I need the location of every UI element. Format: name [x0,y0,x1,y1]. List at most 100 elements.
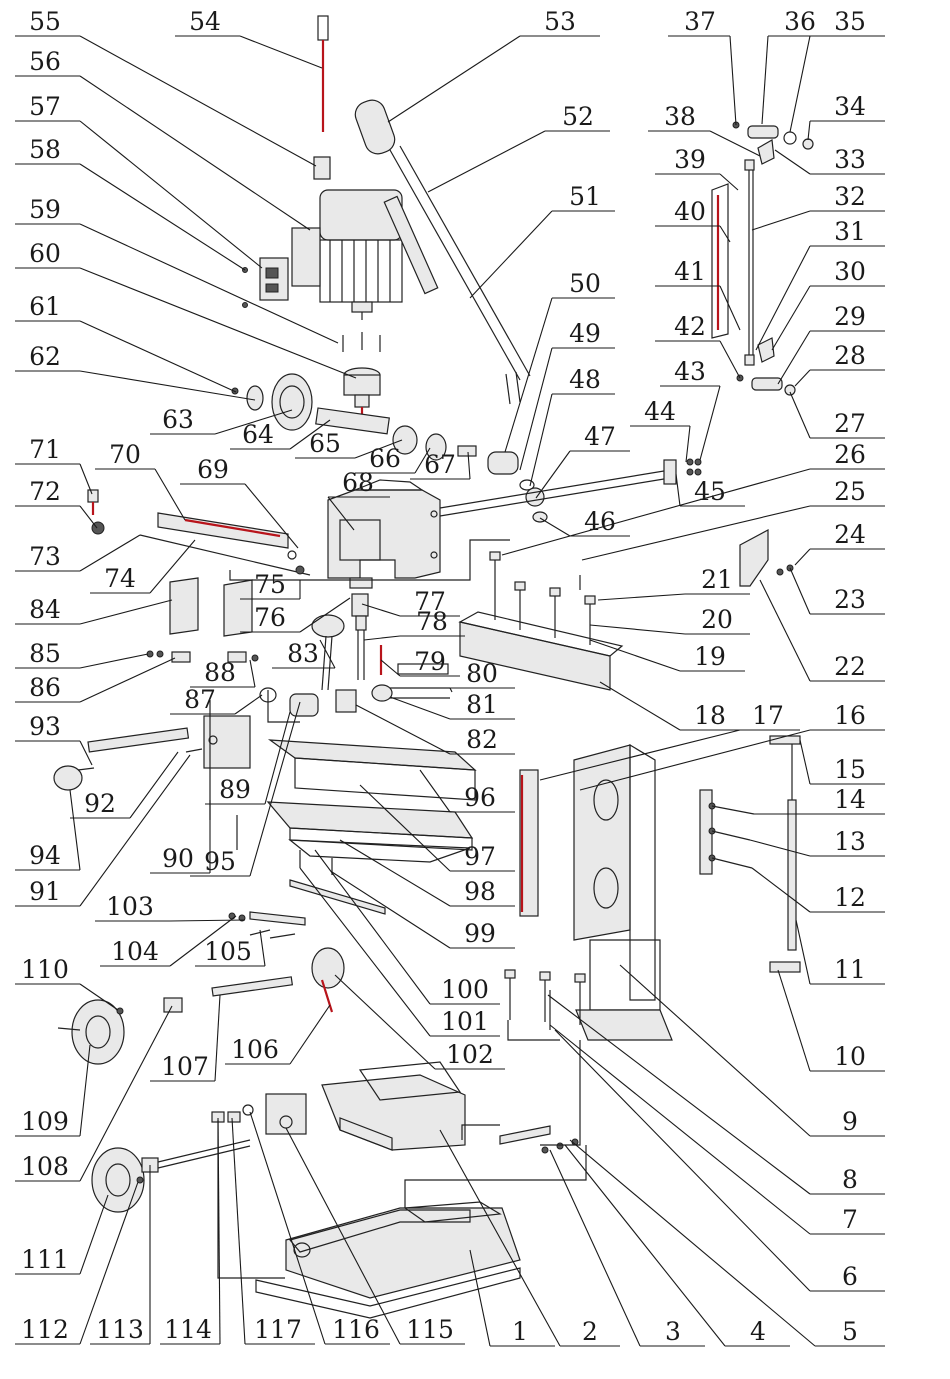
leader-line-11 [795,919,811,985]
leader-line-93 [79,740,93,766]
leader-line-47 [535,450,571,499]
callout-78: 78 [416,607,448,636]
callout-11: 11 [834,955,866,984]
callout-49: 49 [569,319,601,348]
depth-stop-part [711,121,814,396]
leader-line-80 [449,687,453,693]
leader-line-56 [79,75,311,231]
callout-109: 109 [21,1107,69,1136]
callout-50: 50 [569,269,601,298]
leader-line-88 [249,659,256,688]
callout-25: 25 [834,477,866,506]
leader-line-77 [361,603,401,617]
leader-line-82 [355,704,451,755]
callout-82: 82 [466,725,498,754]
leader-line-46 [539,517,571,537]
callout-81: 81 [466,690,498,719]
leader-line-69 [244,483,299,549]
leader-line-66 [414,447,431,474]
leader-line-107 [214,994,221,1082]
callout-45: 45 [694,477,726,506]
leader-line-40 [719,225,731,243]
callout-117: 117 [254,1315,302,1344]
leader-line-117 [231,1117,246,1345]
callout-47: 47 [584,422,616,451]
callout-36: 36 [784,7,816,36]
leader-line-96 [419,769,451,813]
callout-100: 100 [441,975,489,1004]
leader-line-20 [589,624,686,635]
leader-line-64 [289,419,331,450]
leader-line-37 [729,35,737,126]
leader-line-33 [774,149,811,175]
callout-77: 77 [414,587,446,616]
column-rack-part [519,743,673,1041]
callout-114: 114 [164,1315,212,1344]
leader-line-32 [751,210,811,231]
rear-fence-part [458,551,624,691]
leader-line-91 [79,754,191,907]
leader-line-22 [759,579,811,682]
leader-line-97 [359,784,451,872]
leader-line-54 [239,35,323,69]
leader-line-29 [777,330,811,385]
chisel-part [335,593,450,713]
leader-line-39 [719,173,739,191]
leader-line-95 [249,701,301,877]
leader-line-53 [387,35,521,123]
leader-line-85 [79,653,149,669]
callout-61: 61 [29,292,61,321]
callout-19: 19 [694,642,726,671]
callout-6: 6 [842,1262,858,1291]
callout-102: 102 [446,1040,494,1069]
callout-24: 24 [834,520,866,549]
callout-90: 90 [162,844,194,873]
callout-103: 103 [106,892,154,921]
leader-line-62 [79,370,256,401]
callout-17: 17 [752,701,784,730]
leader-line-3 [549,1149,641,1347]
leader-line-71 [79,463,93,495]
callout-101: 101 [441,1007,489,1036]
leader-line-28 [794,369,811,387]
callout-86: 86 [29,673,61,702]
callout-112: 112 [21,1315,69,1344]
leader-line-99 [331,871,451,949]
leader-line-51 [469,210,553,299]
callout-10: 10 [834,1042,866,1071]
leader-line-12 [751,867,811,913]
leader-line-31 [755,245,811,351]
callout-56: 56 [29,47,61,76]
callout-87: 87 [184,685,216,714]
screws-part [342,332,381,352]
callout-51: 51 [569,182,601,211]
callout-111: 111 [21,1245,69,1274]
callout-35: 35 [834,7,866,36]
leader-line-59 [79,223,339,344]
callout-63: 63 [162,405,194,434]
gib-strip-part [228,911,306,939]
leader-line-34 [807,120,811,141]
callout-88: 88 [204,658,236,687]
callout-97: 97 [464,842,496,871]
leader-line-87 [234,694,263,715]
callout-69: 69 [197,455,229,484]
leader-line-8 [547,994,811,1195]
callout-18: 18 [694,701,726,730]
leader-line-74 [149,539,196,594]
callout-39: 39 [674,145,706,174]
callout-80: 80 [466,659,498,688]
callout-1: 1 [512,1317,528,1346]
callout-107: 107 [161,1052,209,1081]
leader-line-35 [789,35,811,133]
leader-line-17 [539,729,741,781]
leader-line-25 [581,505,811,561]
callout-5: 5 [842,1317,858,1346]
callout-91: 91 [29,877,61,906]
leader-line-89 [264,711,291,805]
callout-54: 54 [189,7,221,36]
callout-27: 27 [834,409,866,438]
column-bolts-part [504,969,586,1030]
